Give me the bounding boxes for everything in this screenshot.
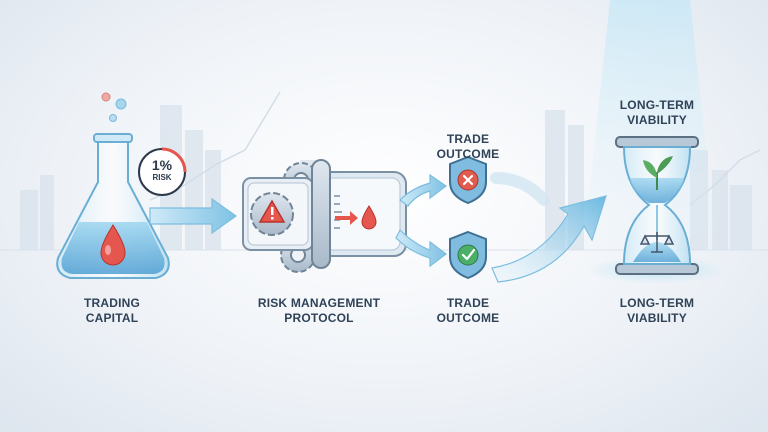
risk-protocol-label: RISK MANAGEMENT PROTOCOL	[257, 296, 381, 325]
risk-badge	[138, 147, 187, 196]
risk-percent: 1%	[151, 157, 173, 173]
risk-badge-text: 1% RISK	[143, 157, 181, 183]
blood-drop-icon	[100, 224, 126, 266]
risk-word: RISK	[152, 173, 172, 182]
gear-filter-icon	[242, 159, 407, 273]
flask-icon	[56, 133, 170, 279]
long-term-viability-label: LONG-TERM VIABILITY	[619, 296, 695, 325]
trade-outcome-fail-label: TRADE OUTCOME	[436, 132, 500, 161]
plant-icon	[643, 156, 673, 190]
scale-icon	[639, 232, 675, 253]
arrow-risk-to-fail	[399, 173, 448, 207]
trade-outcome-win-label: TRADE OUTCOME	[436, 296, 500, 325]
shield-x-icon	[449, 155, 487, 205]
faint-arrow-fail	[490, 172, 550, 206]
hourglass-plant-icon	[615, 136, 699, 275]
long-term-viability-top-label: LONG-TERM VIABILITY	[619, 98, 695, 127]
small-red-arrow-icon	[335, 211, 358, 225]
small-drop-icon	[361, 205, 377, 230]
bubbles-icon	[101, 92, 127, 122]
arrow-capital-to-risk	[149, 197, 238, 235]
shield-check-icon	[449, 230, 487, 280]
trading-capital-label: TRADING CAPITAL	[83, 296, 141, 325]
arrow-risk-to-win	[395, 228, 447, 268]
arrow-outcome-to-viability	[491, 195, 607, 283]
